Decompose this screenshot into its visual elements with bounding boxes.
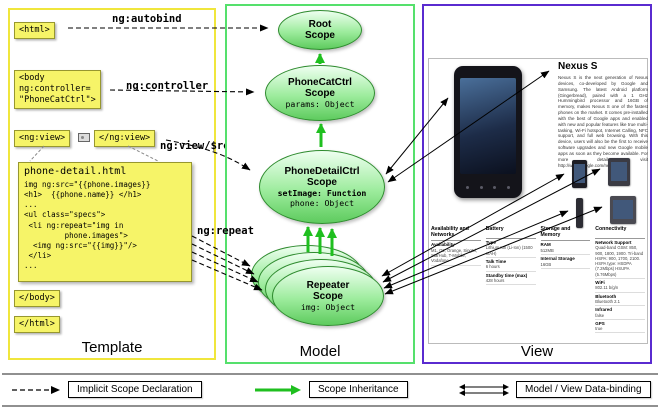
spec-row: GPS true (595, 320, 645, 334)
spec-row: Standby time (max) 428 hours (485, 272, 536, 286)
phonedetailctrl-setimage-prop: setImage: Function (277, 187, 367, 198)
thumbnail-screen (613, 200, 633, 219)
code-block-source: img ng:src="{{phone.images}} <h1> {{phon… (24, 180, 151, 270)
phonecatctrl-scope-prop: params: Object (285, 99, 355, 110)
phone-detail-code-block: phone-detail.html img ng:src="{{phone.im… (18, 162, 192, 282)
template-panel-label: Template (81, 339, 143, 356)
double-arrow-icon (459, 383, 509, 396)
root-scope-title: Root Scope (304, 18, 335, 41)
spec-row: Internal Storage 16GB (540, 255, 591, 269)
view-panel-label: View (520, 343, 554, 360)
specs-column-battery: Battery Type Lithium Ion (Li-Ion) (1500 … (485, 226, 536, 338)
dashed-arrow-icon (12, 385, 60, 394)
legend-scope-inheritance: Scope Inheritance (253, 381, 408, 398)
repeater-scope-title: Repeater Scope (306, 279, 350, 302)
ng-repeat-label: ng:repeat (197, 225, 254, 237)
image-placeholder-icon (78, 133, 90, 142)
ng-view-open-tag-box: <ng:view> (14, 130, 71, 148)
phone-screen (460, 78, 516, 174)
specs-column-availability: Availability and Networks Availability M… (431, 226, 481, 338)
spec-header: Battery (485, 226, 536, 239)
legend-data-binding: Model / View Data-binding (458, 381, 651, 398)
spec-row: Infrared false (595, 306, 645, 320)
spec-header: Availability and Networks (431, 226, 481, 242)
phonecatctrl-scope-title: PhoneCatCtrl Scope (288, 76, 352, 99)
legend-databinding-label: Model / View Data-binding (516, 381, 651, 398)
spec-row: Type Lithium Ion (Li-Ion) (1500 mAH) (485, 239, 536, 258)
spec-row: WiFi 802.11 b/g/n (595, 279, 645, 293)
phone-thumbnail-1 (572, 160, 587, 188)
body-close-tag-box: </body> (14, 290, 60, 308)
html-close-tag-box: </html> (14, 316, 60, 334)
phonedetailctrl-phone-prop: phone: Object (289, 198, 355, 209)
specs-table: Availability and Networks Availability M… (428, 224, 648, 340)
thumbnail-screen (573, 164, 586, 183)
phone-description: Nexus S is the next generation of Nexus … (558, 75, 648, 168)
model-panel-label: Model (299, 343, 341, 360)
spec-row: Network Support Quad-band GSM: 850, 900,… (595, 239, 645, 279)
code-block-title: phone-detail.html (24, 166, 127, 177)
ng-controller-label: ng:controller (126, 80, 209, 92)
repeater-scope-ellipse: Repeater Scope img: Object (272, 266, 384, 326)
phone-thumbnail-2 (608, 158, 630, 186)
spec-row: Availability M1, O2, Orange, Singtel, St… (431, 241, 481, 266)
root-scope-ellipse: Root Scope (278, 10, 362, 50)
phonedetailctrl-scope-ellipse: PhoneDetailCtrl Scope setImage: Function… (259, 150, 385, 224)
legend-implicit-scope: Implicit Scope Declaration (10, 381, 202, 398)
repeater-scope-prop: img: Object (300, 302, 356, 313)
ng-view-close-tag-box: </ng:view> (94, 130, 156, 148)
green-arrow-icon (255, 384, 301, 395)
html-open-tag-box: <html> (14, 22, 55, 40)
phone-title: Nexus S (558, 61, 598, 72)
model-panel: Root Scope PhoneCatCtrl Scope params: Ob… (225, 4, 415, 364)
spec-header: Storage and Memory (540, 226, 591, 242)
thumbnail-screen (610, 162, 628, 181)
view-panel: Nexus S Nexus S is the next generation o… (422, 4, 652, 364)
spec-row: Bluetooth Bluetooth 2.1 (595, 293, 645, 307)
phonecatctrl-scope-ellipse: PhoneCatCtrl Scope params: Object (265, 65, 375, 121)
spec-header: Connectivity (595, 226, 645, 239)
phonedetailctrl-scope-title: PhoneDetailCtrl Scope (284, 165, 360, 188)
body-open-tag-box: <body ng:controller= "PhoneCatCtrl"> (14, 70, 101, 110)
phone-softkeys (466, 186, 510, 189)
phone-thumbnail-4 (610, 196, 636, 224)
legend-implicit-label: Implicit Scope Declaration (68, 381, 202, 398)
template-panel: <html> ng:autobind <body ng:controller= … (8, 8, 249, 360)
spec-row: RAM 512MB (540, 241, 591, 256)
ng-autobind-label: ng:autobind (112, 13, 182, 25)
nexus-phone-image (454, 66, 522, 198)
legend-inheritance-label: Scope Inheritance (309, 381, 408, 398)
spec-row: Talk Time 6 hours (485, 258, 536, 272)
specs-column-connectivity: Connectivity Network Support Quad-band G… (595, 226, 645, 338)
specs-column-storage: Storage and Memory RAM 512MB Internal St… (540, 226, 591, 338)
